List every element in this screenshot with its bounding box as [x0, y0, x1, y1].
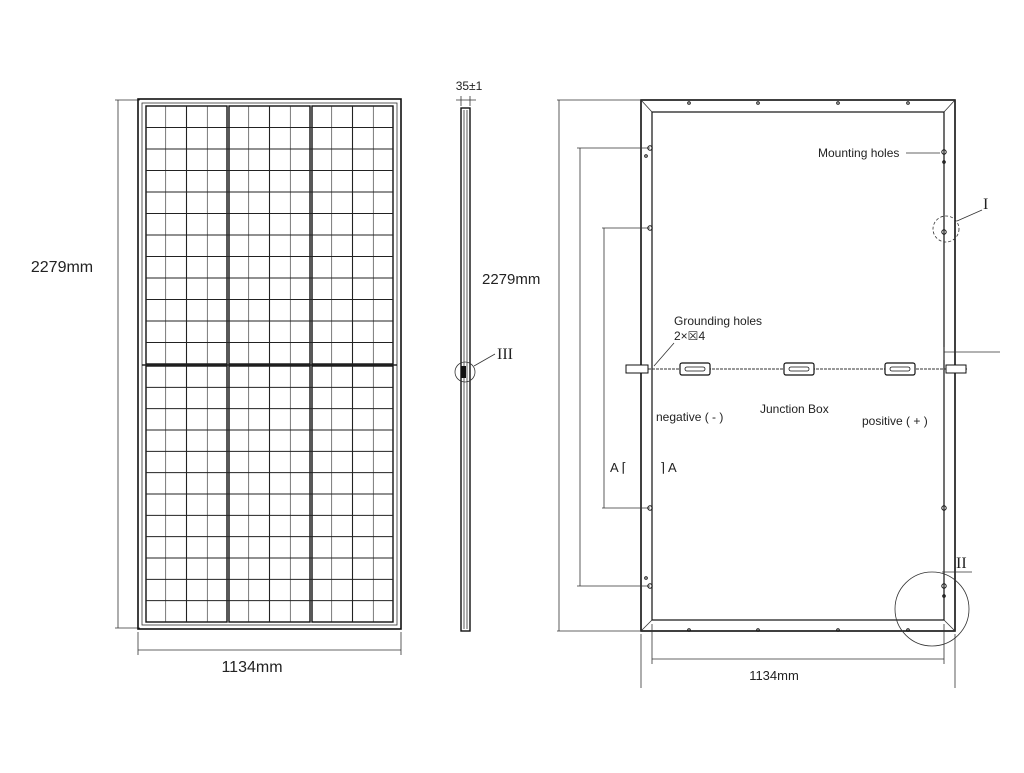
detail-i-circle	[932, 215, 960, 243]
junction-box-negative	[679, 362, 711, 376]
mounting-hole	[906, 101, 910, 105]
junction-box-positive	[884, 362, 916, 376]
section-a-left: A ⌈	[610, 460, 627, 475]
mounting-hole	[941, 505, 947, 511]
detail-ii-circle	[894, 571, 970, 647]
mounting-hole	[647, 583, 653, 589]
grounding-holes-spec: 2×☒4	[674, 329, 705, 343]
back-corner-br	[943, 619, 956, 632]
back-corner-tr	[943, 99, 956, 113]
back-frame-inner	[651, 111, 945, 621]
side-detail-label: III	[497, 346, 513, 363]
back-width-label: 1134mm	[749, 668, 799, 683]
mounting-hole	[687, 101, 691, 105]
back-view: Mounting holes I II Grounding holes 2×☒4	[557, 99, 1000, 688]
front-view: 2279mm 1134mm	[31, 98, 402, 676]
side-detail-circle	[454, 361, 476, 383]
junction-box-label: Junction Box	[760, 402, 829, 416]
detail-i-leader	[956, 209, 983, 222]
mounting-hole	[941, 149, 947, 155]
detail-ii-label: II	[956, 555, 967, 572]
mounting-holes	[644, 101, 947, 632]
positive-label: positive ( + )	[862, 414, 928, 428]
side-thickness-label: 35±1	[456, 79, 483, 93]
front-width-label: 1134mm	[221, 659, 282, 676]
side-detail-leader	[473, 353, 496, 367]
mounting-hole	[647, 225, 653, 231]
side-detail-mark	[461, 366, 466, 378]
side-height-label: 2279mm	[482, 271, 540, 288]
front-cell-grid	[142, 105, 397, 623]
mounting-hole	[836, 628, 840, 632]
front-frame	[137, 98, 402, 630]
mounting-hole	[836, 101, 840, 105]
front-height-label: 2279mm	[31, 259, 93, 276]
positive-connector	[945, 364, 967, 374]
mounting-hole	[942, 594, 946, 598]
section-a-right: ⌉ A	[660, 460, 677, 475]
mounting-hole	[906, 628, 910, 632]
front-frame-inner	[141, 102, 398, 626]
back-corner-bl	[640, 619, 653, 632]
mounting-hole	[644, 154, 648, 158]
side-view: 35±1 2279mm III	[454, 79, 540, 632]
detail-i-label: I	[983, 196, 988, 213]
negative-label: negative ( - )	[656, 410, 723, 424]
grounding-holes-leader	[653, 342, 675, 367]
mounting-holes-label: Mounting holes	[818, 146, 899, 160]
mounting-hole	[941, 229, 947, 235]
mounting-hole	[756, 628, 760, 632]
mounting-hole	[644, 576, 648, 580]
mounting-hole	[756, 101, 760, 105]
junction-box-center	[783, 362, 815, 376]
mounting-hole	[647, 505, 653, 511]
grounding-holes-label: Grounding holes	[674, 314, 762, 328]
mounting-hole	[941, 583, 947, 589]
mounting-hole	[647, 145, 653, 151]
mounting-hole	[942, 160, 946, 164]
back-corner-tl	[640, 99, 653, 113]
negative-connector	[625, 364, 649, 374]
mounting-hole	[687, 628, 691, 632]
